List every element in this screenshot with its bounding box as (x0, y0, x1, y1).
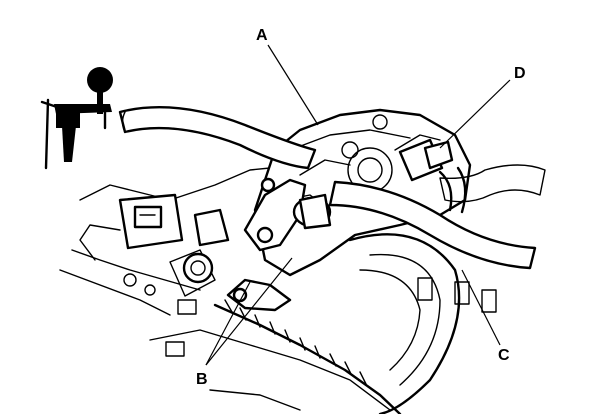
connector-right (398, 138, 467, 214)
callout-b: B (196, 371, 208, 388)
engine-block (59, 167, 391, 411)
hose-lower (328, 164, 546, 270)
timing-belt (213, 299, 402, 414)
gauge-icon (40, 67, 113, 170)
hose-upper (118, 106, 317, 170)
callout-c: C (498, 347, 510, 364)
leader-lines (205, 44, 511, 366)
hose-clamp (292, 193, 332, 230)
connector-left (118, 193, 230, 284)
callout-d: D (514, 65, 526, 82)
pulley (348, 233, 497, 414)
callout-a: A (256, 27, 268, 44)
mounting-bracket (226, 177, 307, 312)
